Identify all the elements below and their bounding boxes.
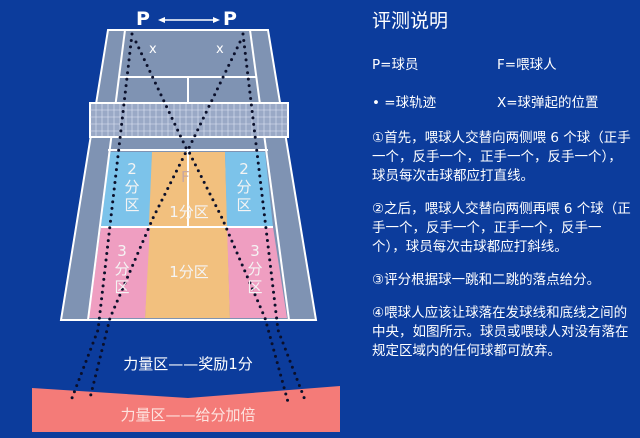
zone-text: 3: [250, 242, 260, 260]
trajectory-right-cross: [186, 40, 290, 404]
zone-text: 2: [239, 160, 249, 178]
zone-text: 区: [114, 278, 130, 296]
zone-text: 区: [247, 278, 263, 296]
arrow-right-icon: [213, 17, 220, 23]
zone-1-lower-label: 1分区: [169, 263, 209, 281]
net: [89, 102, 289, 138]
instruction-paragraph: ①首先，喂球人交替向两侧喂 6 个球（正手一个，反手一个，正手一个，反手一个），…: [372, 130, 631, 184]
instruction-paragraph: ④喂球人应该让球落在发球线和底线之间的中央，如图所示。球员或喂球人对没有落在规定…: [372, 305, 629, 359]
zone-text: 区: [236, 196, 252, 214]
legend-item: P=球员: [372, 57, 419, 73]
legend-row: P=球员 F=喂球人: [372, 53, 634, 73]
arrow-left-icon: [158, 17, 165, 23]
zone-3-left: [89, 227, 150, 318]
zone-text: 区: [124, 196, 140, 214]
instruction-paragraph: ②之后，喂球人交替向两侧再喂 6 个球（正手一个，反手一个，正手一个，反手一个）…: [372, 201, 631, 255]
legend-row: • =球轨迹 X=球弹起的位置: [372, 91, 634, 111]
ball-trajectories: [70, 32, 307, 404]
legend-item: • =球轨迹: [372, 95, 437, 111]
zone-1-upper-label: 1分区: [169, 203, 209, 221]
zone-3-right: [227, 227, 287, 318]
zone-text: 2: [127, 160, 137, 178]
panel-title: 评测说明: [372, 10, 449, 32]
zone-2-right: [225, 152, 273, 227]
feeder-label: F: [181, 168, 190, 186]
zone-text: 分: [124, 178, 140, 196]
power-zone-band: [32, 386, 340, 432]
zone-text: 分: [236, 178, 252, 196]
zone-text: 分: [114, 260, 130, 278]
instructions-panel: 评测说明 P=球员 F=喂球人 • =球轨迹 X=球弹起的位置 ①首先，喂球人交…: [372, 6, 634, 375]
trajectory-left-straight: [70, 32, 134, 400]
legend-item: F=喂球人: [497, 57, 557, 73]
bounce-right-label: x: [216, 42, 224, 57]
power-zone-bonus-label: 力量区——奖励1分: [123, 355, 253, 373]
trajectory-right-straight: [241, 32, 307, 402]
zone-text: 分: [247, 260, 263, 278]
zone-2-left: [101, 152, 152, 227]
player-right-label: P: [223, 8, 237, 30]
zone-text: 3: [117, 242, 127, 260]
instruction-paragraph: ③评分根据球一跳和二跳的落点给分。: [372, 272, 601, 288]
player-left-label: P: [136, 8, 150, 30]
legend-item: X=球弹起的位置: [497, 95, 599, 111]
trajectory-left-cross: [88, 40, 189, 400]
power-zone-double-label: 力量区——给分加倍: [120, 406, 256, 424]
court-lines: [87, 29, 290, 321]
bounce-left-label: x: [149, 42, 157, 57]
